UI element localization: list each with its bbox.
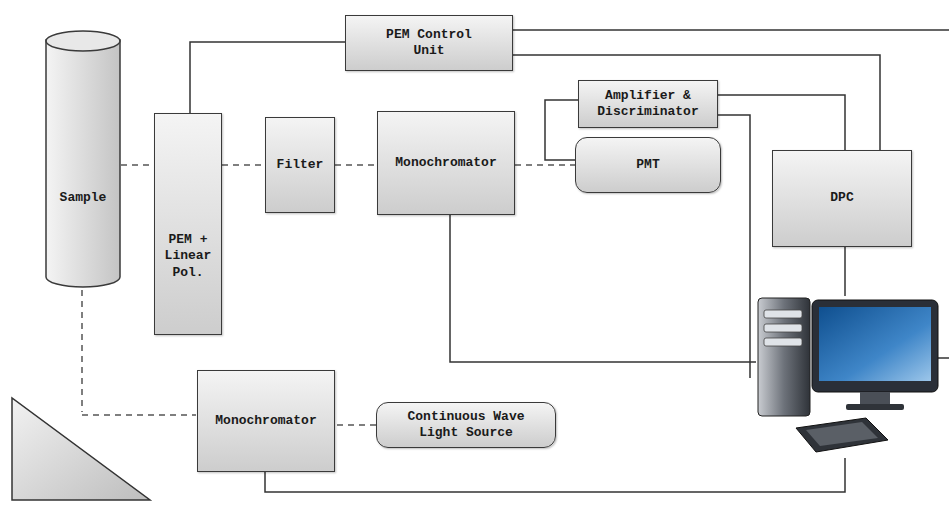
prism bbox=[12, 398, 150, 500]
node-label: Continuous Wave Light Source bbox=[396, 409, 536, 442]
node-label: Filter bbox=[277, 157, 324, 173]
signal-wire bbox=[265, 30, 949, 492]
control-box: PEM Control Unit bbox=[345, 15, 513, 71]
detector-box: PMT bbox=[575, 137, 721, 193]
signal-wire bbox=[513, 55, 880, 150]
node-label: Monochromator bbox=[215, 413, 316, 429]
optical-path bbox=[335, 164, 377, 166]
signal-wire bbox=[190, 42, 345, 113]
filter-box: Filter bbox=[265, 117, 335, 213]
cylinder-outline bbox=[45, 30, 121, 288]
computer-icon bbox=[758, 298, 938, 452]
monochromator-box: Monochromator bbox=[377, 111, 515, 215]
light-source-box: Continuous Wave Light Source bbox=[376, 402, 556, 448]
signal-wire bbox=[545, 100, 578, 160]
monochromator-box: Monochromator bbox=[197, 370, 335, 472]
node-label: PMT bbox=[636, 157, 659, 173]
counter-box: DPC bbox=[772, 150, 912, 247]
modulator-box: PEM + Linear Pol. bbox=[154, 113, 222, 335]
node-label: PEM Control Unit bbox=[379, 27, 479, 60]
optical-path bbox=[121, 164, 154, 166]
node-label: Sample bbox=[60, 190, 107, 206]
node-label: Monochromator bbox=[395, 155, 496, 171]
optical-path bbox=[515, 164, 575, 166]
sample-cylinder: Sample bbox=[45, 30, 121, 288]
node-label: Amplifier & Discriminator bbox=[585, 88, 711, 121]
node-label: DPC bbox=[830, 190, 853, 206]
node-label: PEM + Linear Pol. bbox=[159, 232, 217, 281]
signal-wire bbox=[718, 95, 845, 150]
optical-path bbox=[222, 164, 265, 166]
optical-path bbox=[335, 424, 376, 426]
amplifier-box: Amplifier & Discriminator bbox=[578, 80, 718, 128]
